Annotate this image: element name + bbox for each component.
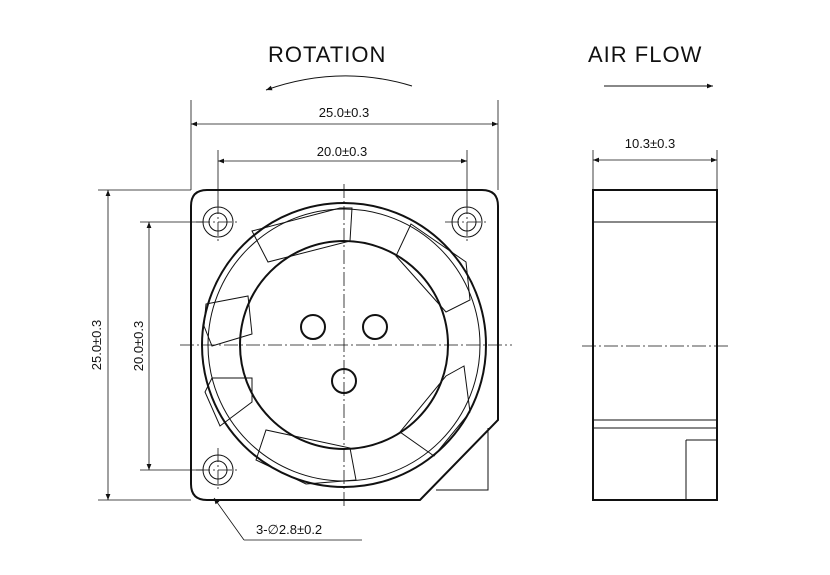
side-body-outline [592,189,718,501]
fan-blade [203,295,253,347]
dimension-overall-height: 25.0±0.3 [89,189,191,501]
fan-side-view [582,189,730,501]
dimension-hole-pitch-height: 20.0±0.3 [131,221,203,471]
fan-blade [204,377,253,427]
fan-blade [395,223,471,313]
hub-hole-right [362,314,388,340]
fan-housing-outline [190,189,499,501]
fan-blade [251,207,353,263]
overall-height-value: 25.0±0.3 [89,320,104,371]
housing-inner-step [436,428,489,491]
mounting-hole-top-right [445,200,489,244]
dimension-overall-width: 25.0±0.3 [190,100,499,190]
mounting-holes-value: 3-∅2.8±0.2 [256,522,322,537]
depth-value: 10.3±0.3 [625,136,676,151]
hole-pitch-width-value: 20.0±0.3 [317,144,368,159]
rotation-arrow [265,75,413,91]
dimension-hole-pitch-width: 20.0±0.3 [217,144,468,206]
hole-pitch-height-value: 20.0±0.3 [131,321,146,372]
overall-width-value: 25.0±0.3 [319,105,370,120]
mounting-hole-bottom-left [196,448,240,492]
fan-blade [399,365,471,457]
mounting-hole-top-left [196,200,240,244]
air-flow-label: AIR FLOW [588,42,702,67]
hub-hole-left [300,314,326,340]
rotation-label: ROTATION [268,42,386,67]
fan-front-view [180,184,512,508]
dimension-depth: 10.3±0.3 [592,136,718,190]
fan-blade [255,429,357,485]
fan-blades [203,207,471,485]
dimension-mounting-holes: 3-∅2.8±0.2 [213,497,362,541]
